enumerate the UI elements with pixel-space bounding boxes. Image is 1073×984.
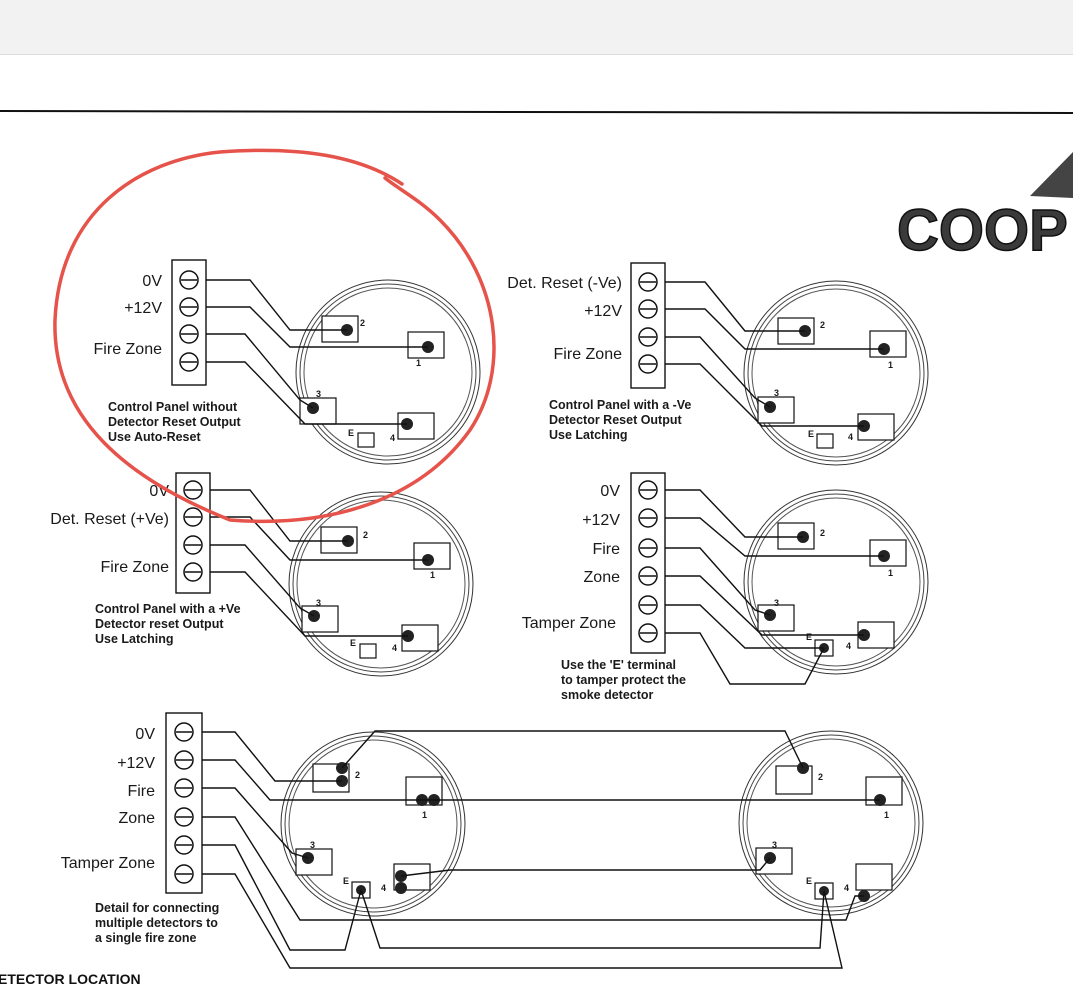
terminal-num-1: 1	[416, 358, 421, 368]
diagram-note-line-3: Use Auto-Reset	[108, 430, 201, 444]
terminal-num-3: 3	[774, 388, 779, 398]
annotation-circle	[53, 148, 496, 524]
terminal-num-3: 3	[316, 598, 321, 608]
terminal-num-1: 1	[430, 570, 435, 580]
terminal-num-4: 4	[392, 643, 397, 653]
terminal-num-3: 3	[774, 598, 779, 608]
terminal-num-2: 2	[360, 318, 365, 328]
terminal-label-1: 0V	[142, 273, 162, 290]
diagram-tamper: 0V +12V Fire Zone Tamper Zone 2 1 3 4 E …	[522, 472, 929, 702]
detector-base-a: 2 1 3 4 E	[280, 731, 466, 917]
diagram-note-line-2: Detector reset Output	[95, 617, 224, 631]
terminal-num-1: 1	[884, 810, 889, 820]
terminal-label-3: Fire	[127, 783, 155, 800]
terminal-label-3: Fire	[592, 541, 620, 558]
terminal-num-e: E	[808, 429, 814, 439]
diagram-note-line-1: Control Panel with a -Ve	[549, 398, 691, 412]
terminal-label-2: +12V	[124, 300, 162, 317]
diagram-positive-reset: 0V Det. Reset (+Ve) Fire Zone 2 1 3 4 E …	[50, 472, 474, 677]
terminal-num-4: 4	[844, 883, 849, 893]
detector-base: 2 1 3 4 E	[288, 491, 474, 677]
terminal-screws	[174, 722, 194, 884]
terminal-num-2: 2	[355, 770, 360, 780]
terminal-num-2: 2	[820, 528, 825, 538]
detector-base-b: 2 1 3 4 E	[738, 730, 924, 916]
diagram-note-line-3: Use Latching	[549, 428, 628, 442]
terminal-screws	[179, 270, 199, 372]
diagram-note-line-3: a single fire zone	[95, 931, 196, 945]
diagram-note-line-3: Use Latching	[95, 632, 174, 646]
terminal-num-3: 3	[310, 840, 315, 850]
terminal-block	[165, 712, 203, 894]
terminal-label-2: +12V	[582, 512, 620, 529]
terminal-num-e: E	[806, 876, 812, 886]
browser-toolbar	[0, 0, 1073, 55]
detector-base: 2 1 3 4 E	[743, 489, 929, 675]
terminal-num-4: 4	[390, 433, 395, 443]
cooper-logo: COOP	[896, 152, 1073, 264]
terminal-num-3: 3	[316, 389, 321, 399]
terminal-label-4: Zone	[119, 810, 156, 827]
diagram-note-line-1: Control Panel without	[108, 400, 238, 414]
terminal-label-4: Zone	[584, 569, 621, 586]
terminal-num-2: 2	[820, 320, 825, 330]
terminal-num-4: 4	[848, 432, 853, 442]
terminal-label-2: +12V	[117, 755, 155, 772]
terminal-num-3: 3	[772, 840, 777, 850]
diagram-note-line-1: Detail for connecting	[95, 901, 219, 915]
terminal-label-3: Fire Zone	[101, 559, 170, 576]
terminal-num-1: 1	[888, 568, 893, 578]
terminal-label-2: +12V	[584, 303, 622, 320]
terminal-screws	[183, 480, 203, 582]
page-rule	[0, 110, 1073, 114]
terminal-num-e: E	[348, 428, 354, 438]
terminal-label-3: Fire Zone	[554, 346, 623, 363]
terminal-num-1: 1	[888, 360, 893, 370]
terminal-label-1: 0V	[135, 726, 155, 743]
detector-base: 2 1 3 4 E	[743, 280, 929, 466]
terminal-screws	[638, 272, 658, 374]
terminal-num-2: 2	[363, 530, 368, 540]
detector-base: 2 1 3 4 E	[295, 279, 481, 465]
diagram-note-line-2: multiple detectors to	[95, 916, 218, 930]
terminal-label-2: Det. Reset (+Ve)	[50, 511, 169, 528]
diagram-negative-reset: Det. Reset (-Ve) +12V Fire Zone 2 1 3 4 …	[507, 262, 929, 466]
diagram-note-line-2: to tamper protect the	[561, 673, 686, 687]
diagram-multiple-detectors: 0V +12V Fire Zone Tamper Zone 2 1 3 4 E	[61, 712, 924, 969]
terminal-num-e: E	[350, 638, 356, 648]
diagram-auto-reset: 0V +12V Fire Zone 2 1 3 4 E Control Pane…	[94, 259, 481, 465]
terminal-label-3: Fire Zone	[94, 341, 163, 358]
terminal-num-4: 4	[846, 641, 851, 651]
terminal-label-5: Tamper Zone	[61, 855, 155, 872]
diagram-note-line-1: Control Panel with a +Ve	[95, 602, 241, 616]
terminal-label-1: Det. Reset (-Ve)	[507, 275, 622, 292]
terminal-num-e: E	[343, 876, 349, 886]
diagram-note-line-1: Use the 'E' terminal	[561, 658, 676, 672]
terminal-num-1: 1	[422, 810, 427, 820]
terminal-label-1: 0V	[600, 483, 620, 500]
terminal-block	[630, 472, 666, 654]
logo-text: COOP	[897, 198, 1068, 263]
terminal-screws	[638, 480, 658, 643]
terminal-label-5: Tamper Zone	[522, 615, 616, 632]
terminal-num-2: 2	[818, 772, 823, 782]
diagram-note-line-3: smoke detector	[561, 688, 654, 702]
terminal-num-e: E	[806, 632, 812, 642]
diagram-note-line-2: Detector Reset Output	[108, 415, 241, 429]
diagram-note-line-2: Detector Reset Output	[549, 413, 682, 427]
terminal-num-4: 4	[381, 883, 386, 893]
section-heading: ETECTOR LOCATION	[0, 971, 141, 984]
